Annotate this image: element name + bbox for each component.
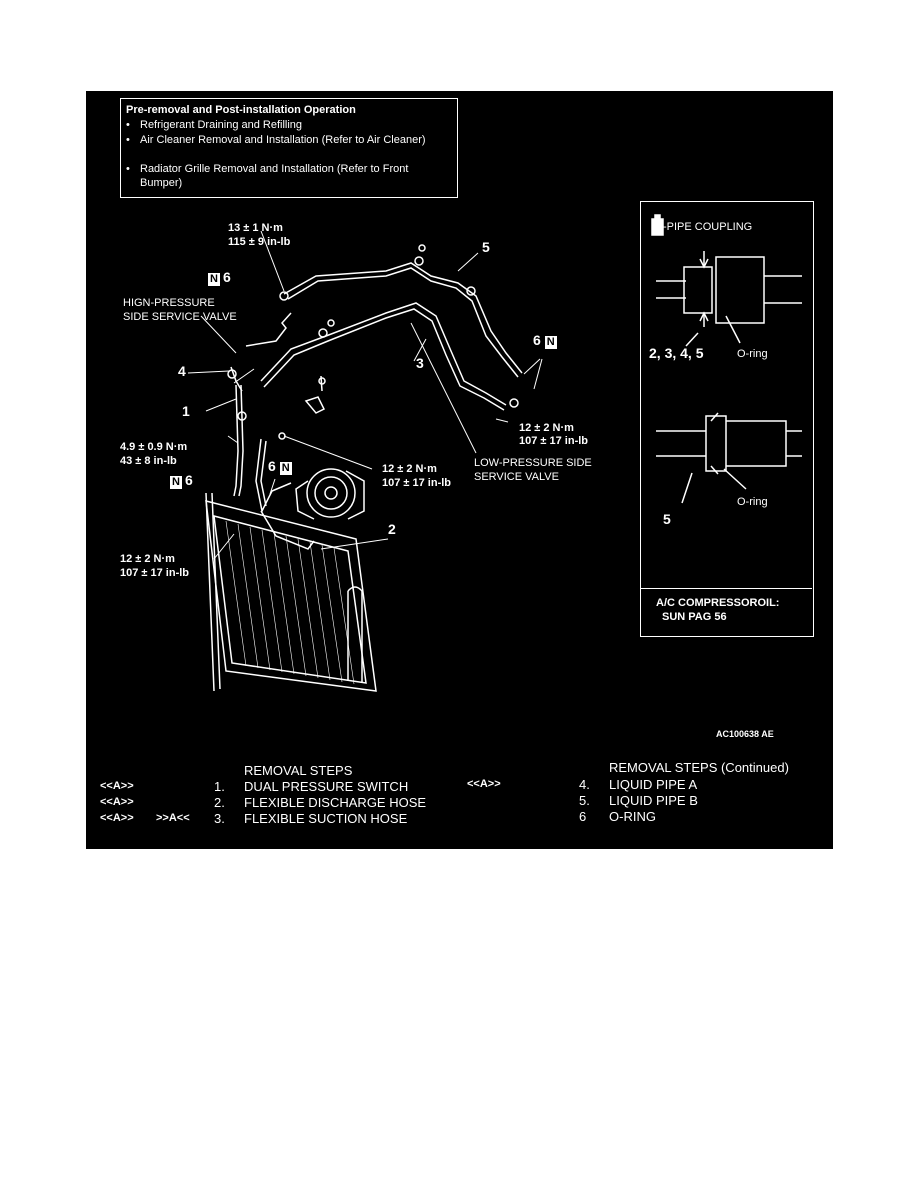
detail-part-5: 5 [663,511,671,527]
step-2-name: FLEXIBLE DISCHARGE HOSE [244,795,427,810]
diagram-figure: Pre-removal and Post-installation Operat… [86,91,833,849]
detail-parts-label: 2, 3, 4, 5 [649,345,704,361]
o-ring-label-bottom: O-ring [737,496,768,508]
oil-value: SUN PAG 56 [662,611,727,623]
o-ring-detail [656,412,802,504]
detail-box: -PIPE COUPLING 2, 3, 4, 5 O-ring O-ring … [640,201,814,637]
compressor-oil-box: A/C COMPRESSOROIL: SUN PAG 56 [640,588,812,636]
torque-2-inlb: 43 ± 8 in-lb [120,455,177,467]
step-4-num: 4. [579,777,590,792]
step-1-num: 1. [214,779,225,794]
step-3-num: 3. [214,811,225,826]
pre-item-2: •Air Cleaner Removal and Installation (R… [126,134,426,146]
step-6-name: O-RING [609,809,656,824]
low-pressure-label-1: LOW-PRESSURE SIDE [474,457,592,469]
callout-2: 2 [388,521,396,537]
pipe-coupling-detail [656,251,802,347]
torque-3-inlb: 107 ± 17 in-lb [519,435,589,447]
step-4-name: LIQUID PIPE A [609,777,698,792]
removal-steps-continued-header: REMOVAL STEPS (Continued) [609,760,789,775]
high-pressure-label-1: HIGN-PRESSURE [123,297,215,309]
flexible-discharge-hose [255,438,292,514]
compressor-body [306,468,356,518]
torque-4-inlb: 107 ± 17 in-lb [382,477,452,489]
step-1-mark: <<A>> [100,780,134,792]
pre-removal-title: Pre-removal and Post-installation Operat… [126,104,356,116]
torque-3-nm: 12 ± 2 N·m [519,422,574,434]
o-ring-label-top: O-ring [737,348,768,360]
liquid-pipe-a [233,384,239,497]
step-3-mark2: >>A<< [156,812,190,824]
callout-5: 5 [482,239,490,255]
torque-1-nm: 13 ± 1 N·m [228,222,283,234]
high-pressure-label-2: SIDE SERVICE VALVE [123,311,237,323]
step-4-mark: <<A>> [467,778,501,790]
step-3-mark: <<A>> [100,812,134,824]
callout-6n-compressor: 6 N [268,458,292,475]
flexible-suction-hose [260,302,507,406]
pipe-coupling-label: -PIPE COUPLING [663,221,753,233]
pre-item-3-cont: Bumper) [140,177,183,189]
removal-steps-header: REMOVAL STEPS [244,763,353,778]
torque-4-nm: 12 ± 2 N·m [382,463,437,475]
step-1-name: DUAL PRESSURE SWITCH [244,779,409,794]
condenser [205,500,377,692]
pre-item-3: •Radiator Grille Removal and Installatio… [126,163,409,175]
step-3-name: FLEXIBLE SUCTION HOSE [244,811,408,826]
piping-line-art [187,214,802,692]
figure-id: AC100638 AE [716,729,774,739]
torque-5-nm: 12 ± 2 N·m [120,553,175,565]
pre-item-1: •Refrigerant Draining and Refilling [126,119,303,131]
step-6-num: 6 [579,809,587,824]
callout-6n-right: 6 N [533,332,557,349]
low-pressure-label-2: SERVICE VALVE [474,471,559,483]
torque-1-inlb: 115 ± 9 in-lb [228,236,291,248]
step-2-mark: <<A>> [100,796,134,808]
pre-removal-box: Pre-removal and Post-installation Operat… [120,98,458,198]
liquid-pipe-b [283,262,523,374]
callout-4: 4 [178,363,186,379]
torque-5-inlb: 107 ± 17 in-lb [120,567,190,579]
callout-1: 1 [182,403,190,419]
callout-3: 3 [416,355,424,371]
oil-label: A/C COMPRESSOROIL: [656,597,780,609]
torque-2-nm: 4.9 ± 0.9 N·m [120,441,188,453]
step-5-name: LIQUID PIPE B [609,793,698,808]
step-2-num: 2. [214,795,225,810]
step-5-num: 5. [579,793,590,808]
